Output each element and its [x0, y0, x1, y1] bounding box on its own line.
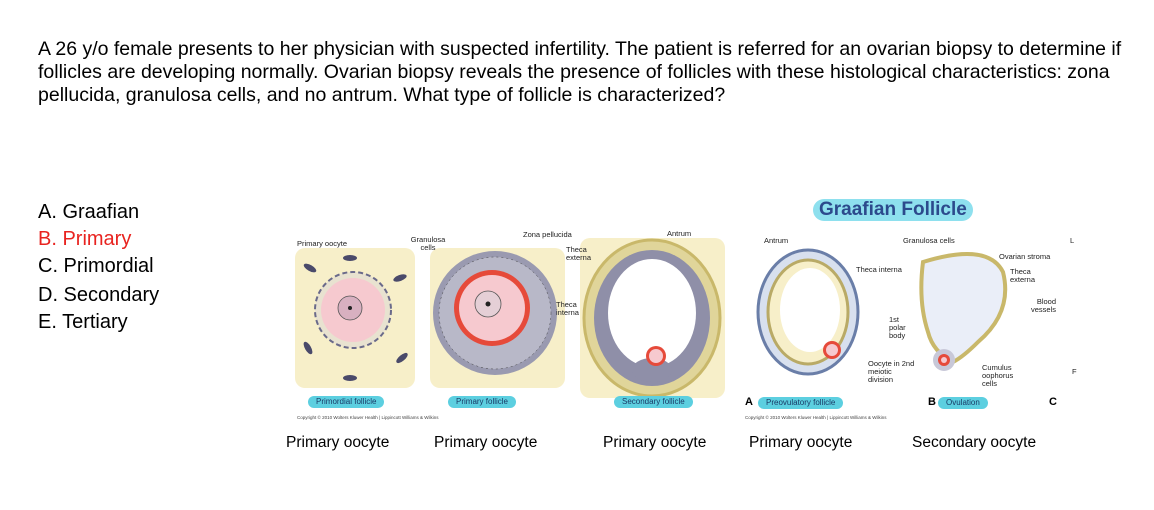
preovulatory-follicle-drawing — [756, 248, 860, 376]
caption-primordial: Primary oocyte — [286, 434, 390, 451]
ovulation-tag: Ovulation — [938, 397, 988, 409]
primary-oocyte-label: Primary oocyte — [297, 239, 348, 248]
ovarian-stroma-label: Ovarian stroma — [999, 252, 1051, 261]
polar-body-label: 1st polar body — [889, 315, 906, 340]
panel-a-letter: A — [745, 396, 753, 408]
granulosa-cells-label-right: Granulosa cells — [903, 236, 955, 245]
theca-interna-label-right: Theca interna — [856, 265, 902, 274]
caption-ovulation: Secondary oocyte — [912, 434, 1037, 451]
oocyte-meiotic-label: Oocyte in 2nd meiotic division — [868, 359, 915, 384]
right-copyright: Copyright © 2010 Wolters Kluwer Health |… — [745, 415, 887, 420]
zona-pellucida-label: Zona pellucida — [523, 230, 572, 239]
option-a[interactable]: A. Graafian — [38, 201, 140, 223]
primordial-follicle-tag: Primordial follicle — [308, 396, 385, 408]
cumulus-label: Cumulus oophorus cells — [982, 363, 1014, 388]
primary-follicle-tag: Primary follicle — [448, 396, 517, 408]
secondary-follicle-drawing — [580, 238, 725, 398]
ovulation-drawing — [919, 252, 1008, 371]
theca-externa-label-right: Theca externa — [1010, 267, 1036, 284]
option-c[interactable]: C. Primordial — [38, 255, 154, 277]
left-copyright: Copyright © 2010 Wolters Kluwer Health |… — [297, 415, 439, 420]
answer-options: A. Graafian B. Primary C. Primordial D. … — [38, 199, 159, 336]
theca-externa-label: Theca externa — [566, 245, 592, 262]
primary-follicle-drawing — [430, 248, 565, 388]
caption-preovulatory: Primary oocyte — [749, 434, 853, 451]
question-text: A 26 y/o female presents to her physicia… — [38, 38, 1122, 106]
primordial-follicle-drawing — [295, 248, 415, 388]
blood-vessels-label: Blood vessels — [1030, 297, 1056, 314]
secondary-follicle-tag: Secondary follicle — [614, 396, 693, 408]
granulosa-cells-label: Granulosa cells — [410, 235, 446, 252]
caption-secondary: Primary oocyte — [603, 434, 707, 451]
panel-b-letter: B — [928, 396, 936, 408]
option-d[interactable]: D. Secondary — [38, 284, 160, 306]
caption-primary: Primary oocyte — [434, 434, 538, 451]
antrum-label-right: Antrum — [764, 236, 789, 245]
antrum-label: Antrum — [667, 229, 692, 238]
graafian-illustration — [756, 248, 1008, 376]
panel-c-letter: C — [1049, 396, 1057, 408]
option-b[interactable]: B. Primary — [38, 228, 132, 250]
option-e[interactable]: E. Tertiary — [38, 311, 128, 333]
preovulatory-tag: Preovulatory follicle — [758, 397, 844, 409]
graafian-title: Graafian Follicle — [813, 199, 973, 221]
edge-l-label: L — [1070, 236, 1075, 245]
follicle-stages-illustration — [295, 238, 725, 398]
edge-f-label: F — [1072, 367, 1077, 376]
theca-interna-label: Theca interna — [556, 300, 579, 317]
